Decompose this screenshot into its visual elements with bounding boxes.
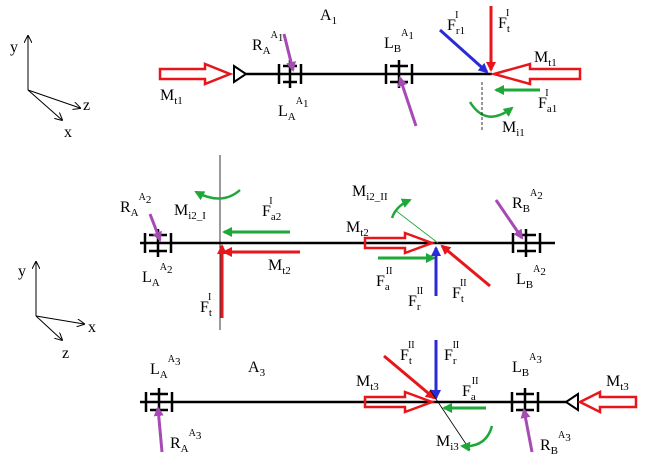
label-force-radial-ii: FrII xyxy=(408,286,423,313)
label-force-axial-ii: FaII xyxy=(376,266,392,293)
reaction-b-arrow xyxy=(397,76,418,127)
bending-moment-arc xyxy=(460,425,494,452)
bending-moment-arc xyxy=(468,101,514,118)
label-reaction-a: RAA3 xyxy=(170,428,202,455)
force-tangential-arrow xyxy=(383,354,436,400)
shaft-3: LAA3 A3 RAA3 Mt3 FtII FrII FaII Mi3 LBA3… xyxy=(140,340,638,457)
torque-mid-arrow xyxy=(363,231,436,255)
label-bearing-a: LAA3 xyxy=(150,354,181,381)
label-force-tangential: FtII xyxy=(400,340,415,367)
coupling-symbol xyxy=(564,392,579,412)
label-bearing-a: LAA1 xyxy=(278,96,308,123)
label-bending-moment-ii: Mi2_II xyxy=(352,183,388,203)
label-force-tangential: FtI xyxy=(498,8,510,35)
label-torque-out: Mt1 xyxy=(534,49,557,69)
label-bearing-b: LBA2 xyxy=(516,264,546,291)
torque-out-arrow xyxy=(489,62,582,86)
axis-y-label: y xyxy=(10,39,18,56)
label-torque-in: Mt1 xyxy=(160,87,183,107)
label-bearing-b: LBA1 xyxy=(384,28,414,55)
label-bending-moment: Mi1 xyxy=(502,119,525,139)
label-force-tangential-ii: FtII xyxy=(452,278,467,305)
label-torque-mid: Mt2 xyxy=(346,219,369,239)
axes-bottom: y x z xyxy=(18,262,96,362)
label-reaction-b: RBA2 xyxy=(512,188,543,215)
reaction-a-arrow xyxy=(153,406,164,453)
axis-x-label: x xyxy=(88,319,96,336)
axis-y-label: y xyxy=(18,263,26,280)
label-bending-moment: Mi3 xyxy=(436,433,459,453)
label-reaction-b: RBA3 xyxy=(540,430,571,457)
label-force-axial: Fa1I xyxy=(538,88,557,115)
axis-x-label: x xyxy=(64,124,72,141)
axis-z-label: z xyxy=(62,345,69,362)
label-reaction-a: RAA1 xyxy=(252,30,283,57)
reaction-a-arrow xyxy=(282,33,296,72)
label-torque-right: Mt3 xyxy=(606,373,629,393)
label-reaction-a: RAA2 xyxy=(120,192,151,219)
label-torque-mid: Mt3 xyxy=(356,373,379,393)
label-force-axial: FaII xyxy=(462,376,478,403)
torque-mid-arrow xyxy=(363,390,436,414)
label-force-axial-i: Fa2I xyxy=(262,196,281,223)
label-shaft-name: A1 xyxy=(320,7,337,27)
label-force-radial: FrII xyxy=(444,340,459,367)
reaction-b-arrow xyxy=(494,199,524,240)
label-bearing-b: LBA3 xyxy=(512,352,542,379)
shaft-1: Mt1 A1 RAA1 LAA1 LBA1 Fr1I FtI Mt1 Fa1I … xyxy=(158,6,582,139)
label-bending-moment-i: Mi2_I xyxy=(174,202,206,222)
axis-z-label: z xyxy=(83,97,90,114)
force-tangential-ii-arrow xyxy=(440,244,491,288)
axes-top: y z x xyxy=(10,36,90,141)
reaction-a-arrow xyxy=(148,213,162,242)
reaction-b-arrow xyxy=(520,408,534,453)
label-force-radial: Fr1I xyxy=(447,10,465,37)
coupling-symbol xyxy=(233,64,248,84)
force-radial-arrow xyxy=(439,28,489,74)
bending-moment-ii-arc xyxy=(390,198,412,219)
label-bearing-a: LAA2 xyxy=(142,262,172,289)
shaft-2: RAA2 Mi2_I Fa2I Mt2 LAA2 FtI Mi2_II Mt2 … xyxy=(120,155,555,330)
torque-right-arrow xyxy=(577,389,638,415)
label-force-tangential-i: FtI xyxy=(200,292,212,319)
label-torque-left: Mt2 xyxy=(268,257,291,277)
torque-in-arrow xyxy=(158,62,234,86)
bending-moment-i-arc xyxy=(194,189,241,201)
label-shaft-name: A3 xyxy=(248,359,266,379)
